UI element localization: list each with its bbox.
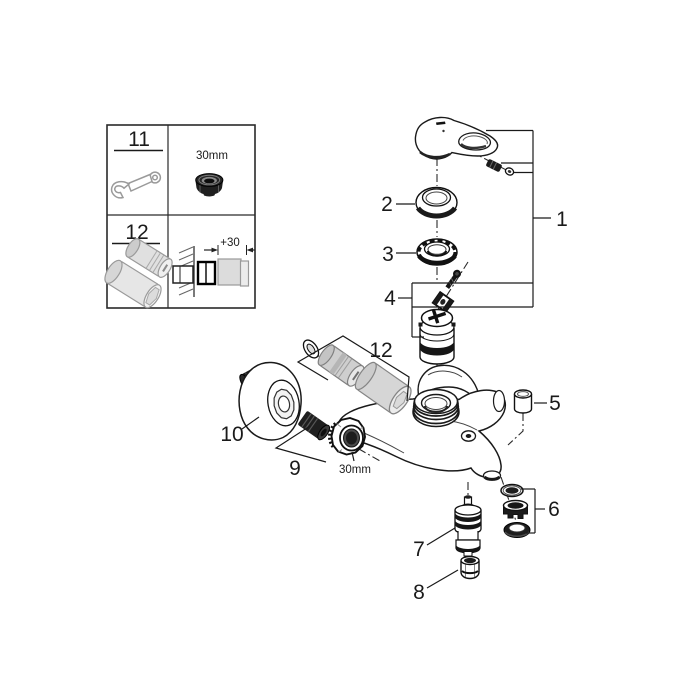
callout-10: 10	[220, 423, 243, 446]
callout-2: 2	[381, 193, 393, 216]
handle-screw-cap	[504, 167, 515, 176]
seal-washer	[302, 339, 320, 359]
s-union-escutcheon	[238, 361, 302, 441]
union-adapter-and-nut	[298, 411, 366, 456]
retaining-nut	[460, 555, 480, 580]
toolbox-item-11-number: 11	[128, 128, 150, 151]
check-valve-adapter	[298, 411, 331, 441]
union-nut-30mm	[328, 417, 366, 456]
callout-8: 8	[413, 581, 425, 604]
wall-extension-install-icon: +30	[172, 237, 255, 297]
hex-nut-icon	[195, 173, 224, 197]
escutcheon-cap-ring	[415, 186, 458, 219]
toolbox-item-12-number: 12	[125, 221, 148, 244]
mixer-body	[337, 364, 507, 481]
callout-12: 12	[369, 339, 392, 362]
extension-cap	[354, 361, 412, 415]
cartridge-assembly	[418, 269, 462, 365]
diverter-knob	[460, 430, 477, 442]
callout-leader-lines	[241, 129, 551, 589]
slip-ring-nut	[416, 238, 458, 266]
outlet-seal-set	[500, 483, 531, 538]
callout-6: 6	[548, 498, 560, 521]
seal-ring-bottom	[503, 522, 531, 538]
lever-handle	[414, 116, 515, 176]
toolbox-nut-size-label: 30mm	[196, 150, 228, 162]
callout-3: 3	[382, 243, 394, 266]
body-right-arm-face	[492, 389, 506, 413]
toolbox: 11 30mm 12	[104, 124, 256, 309]
union-nut-size-label: 30mm	[339, 464, 371, 476]
callout-4: 4	[384, 287, 396, 310]
diverter-cartridge	[454, 495, 482, 557]
callout-numbers: 1 2 3 4 5 6 7 8 9 10 12 30mm	[220, 193, 568, 604]
body-threaded-collar	[412, 388, 460, 428]
callout-7: 7	[413, 538, 425, 561]
open-end-wrench-icon	[110, 171, 162, 199]
handle-top-slot	[436, 121, 446, 125]
plug-cap	[513, 389, 533, 414]
callout-1: 1	[556, 208, 568, 231]
cartridge-body	[418, 308, 456, 365]
handle-grub-screw	[486, 159, 502, 172]
cartridge-screw	[445, 269, 462, 289]
callout-9: 9	[289, 457, 301, 480]
extension-nipple	[317, 344, 365, 387]
extension-set-group	[302, 339, 412, 415]
seal-ring-top	[500, 483, 524, 498]
extension-set-icon	[104, 238, 173, 309]
callout-5: 5	[549, 392, 561, 415]
spout-mousseur	[482, 470, 502, 481]
install-dimension-label: +30	[220, 237, 240, 249]
castellated-insert	[502, 499, 529, 519]
